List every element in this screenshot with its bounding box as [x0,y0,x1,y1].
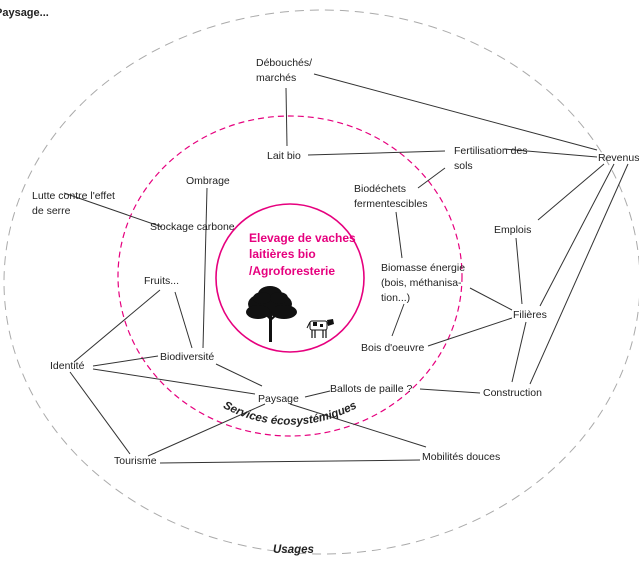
node-debouches: Débouchés/ marchés [256,57,315,84]
center-title-line-3: /Agroforesterie [249,264,335,278]
edge-fruits-identite [73,289,161,363]
node-lutte-effet-de-serre: Lutte contre l'effet de serre [32,190,118,217]
edge-paysage-mobilites [289,403,427,448]
edge-fertilisation-revenus [503,148,598,158]
edge-fruits-biodiversite [174,291,193,349]
edge-bois-filieres [427,317,513,347]
edge-revenus-filieres [539,163,615,307]
edge-biodiversite-paysage [215,363,263,387]
page-title: Paysage... [0,7,49,19]
center-title-line-1: Elevage de vaches [249,231,356,245]
node-fruits: Fruits... [144,275,179,287]
node-biodechets: Biodéchets fermentescibles [354,183,428,210]
edge-biodechets-biomasse [395,211,403,259]
node-stockage-carbone: Stockage carbone [150,221,235,233]
tree-icon [246,286,297,342]
edge-biomasse-filieres [469,287,513,311]
node-lait-bio: Lait bio [267,150,301,162]
node-construction: Construction [483,387,542,399]
node-bois-oeuvre: Bois d'oeuvre [361,342,424,354]
edge-debouches-laitbio [285,87,288,147]
edge-identite-tourisme [69,371,131,455]
edge-fertilisation-biodechets [417,167,446,189]
node-biodiversite: Biodiversité [160,351,214,363]
node-ballots-paille: Ballots de paille ? [330,383,412,395]
edge-ombrage-biodiversite [202,187,208,349]
center-circle [215,203,365,353]
node-fertilisation: Fertilisation des sols [454,145,530,172]
edge-paysage-ballots [304,390,331,398]
edge-identite-paysage [92,368,256,395]
edge-identite-biodiversite [92,355,159,367]
edge-bois-biomasse [391,303,405,337]
edge-tourisme-mobilites [159,459,421,464]
node-emplois: Emplois [494,224,531,236]
node-revenus: Revenus [598,152,639,164]
edge-debouches-revenus [313,73,598,151]
node-ombrage: Ombrage [186,175,230,187]
edge-revenus-construction [529,163,629,385]
node-filieres: Filières [513,309,547,321]
outer-ring-usages [3,9,639,555]
node-tourisme: Tourisme [114,455,157,467]
edge-laitbio-fertilisation [307,150,446,156]
edge-revenus-emplois [537,163,605,221]
node-identite: Identité [50,360,85,372]
edge-paysage-tourisme [147,403,266,457]
inner-ring-services [117,115,463,437]
usages-ring-label: Usages [273,544,314,556]
cow-icon [306,319,334,338]
edge-filieres-construction [511,321,527,383]
center-title: Elevage de vaches laitières bio /Agrofor… [249,231,356,278]
edge-emplois-filieres [515,237,523,305]
connection-lines [63,73,629,464]
node-biomasse: Biomasse énergie (bois, méthanisa- tion.… [381,262,468,304]
edge-lutte-stockage [63,192,163,228]
node-mobilites-douces: Mobilités douces [422,451,500,463]
edge-ballots-construction [419,388,481,394]
node-paysage: Paysage [258,393,299,405]
center-title-line-2: laitières bio [249,247,316,261]
